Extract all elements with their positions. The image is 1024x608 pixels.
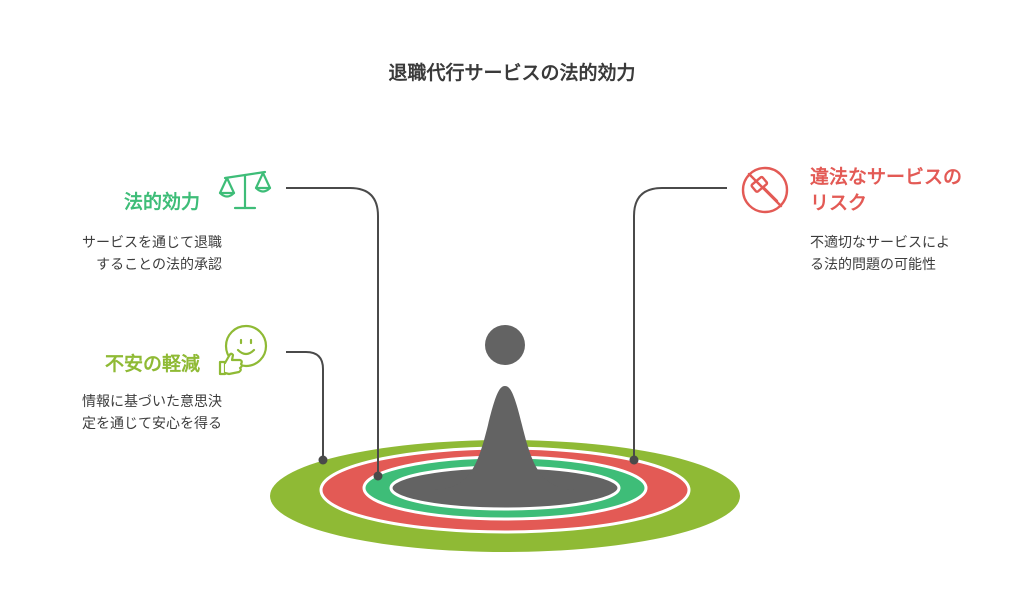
description-line: することの法的承認: [96, 257, 222, 273]
heading-legal-effect: 法的効力: [123, 191, 200, 213]
heading-anxiety-relief: 不安の軽減: [104, 353, 200, 375]
scales-icon: [218, 170, 272, 210]
description-line: 不適切なサービスによ: [810, 235, 950, 251]
connector-anxiety-relief: [286, 351, 324, 460]
connector-dot-legal-effect: [373, 471, 383, 481]
heading-line: 違法なサービスの: [810, 166, 963, 188]
description-illegal-risk: 不適切なサービスによ る法的問題の可能性: [810, 232, 1010, 276]
figure-body: [435, 386, 575, 490]
connector-illegal-risk: [633, 187, 727, 460]
connector-legal-effect: [286, 187, 379, 476]
description-line: 情報に基づいた意思決: [82, 394, 222, 410]
description-line: 定を通じて安心を得る: [82, 416, 222, 432]
connector-dot-illegal-risk: [629, 455, 639, 465]
diagram-title: 退職代行サービスの法的効力: [388, 62, 636, 84]
description-anxiety-relief: 情報に基づいた意思決 定を通じて安心を得る: [20, 391, 222, 435]
description-legal-effect: サービスを通じて退職 することの法的承認: [20, 232, 222, 276]
no-hammer-icon: [741, 166, 789, 214]
connector-dot-anxiety-relief: [318, 455, 328, 465]
heading-line: リスク: [810, 192, 868, 214]
smiley-thumbs-up-icon: [218, 324, 268, 376]
description-line: る法的問題の可能性: [810, 257, 936, 273]
description-line: サービスを通じて退職: [82, 235, 222, 251]
heading-illegal-risk: 違法なサービスの リスク: [810, 164, 1020, 216]
figure-head: [485, 325, 525, 365]
